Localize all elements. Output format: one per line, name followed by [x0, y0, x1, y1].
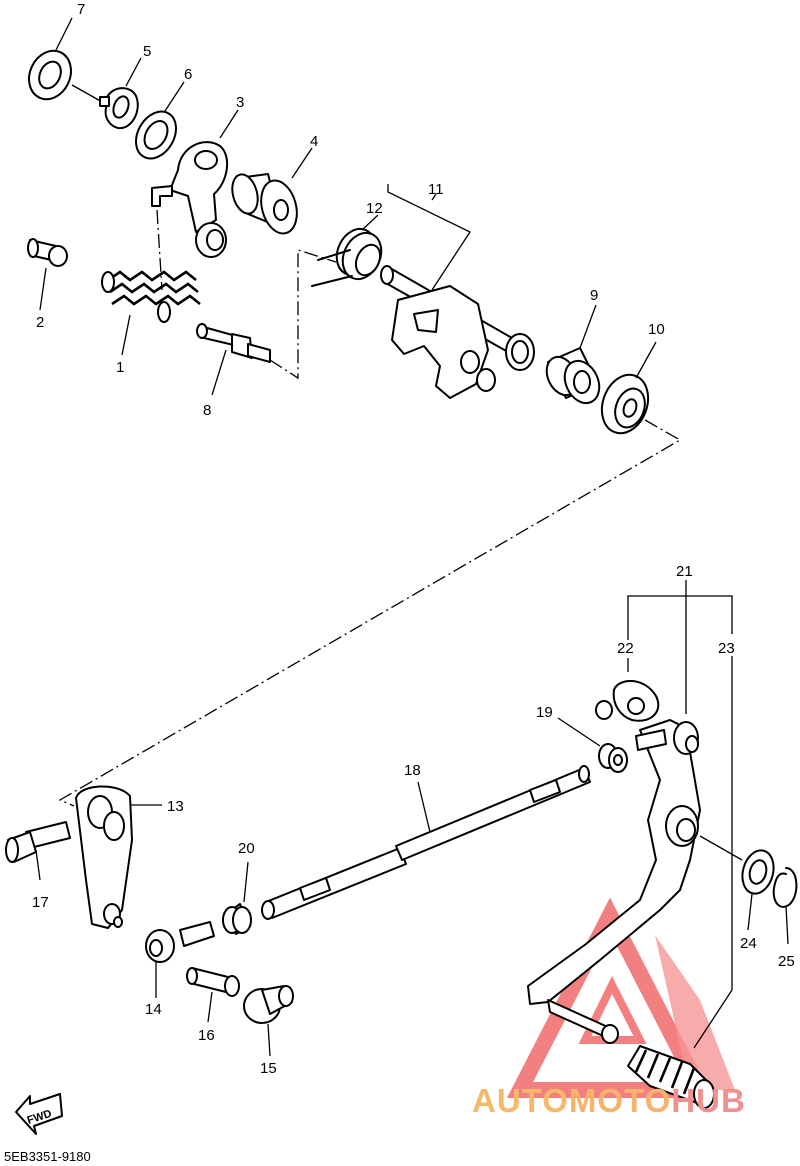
part-11-shift-shaft [380, 184, 535, 399]
part-10-oil-seal [600, 341, 657, 435]
label-4: 4 [310, 133, 318, 150]
label-8: 8 [203, 402, 211, 419]
label-5: 5 [143, 43, 151, 60]
label-6: 6 [184, 66, 192, 83]
watermark-part-moto: MOTO [568, 1082, 672, 1119]
part-16-bolt [186, 967, 240, 1023]
label-24: 24 [740, 935, 757, 952]
label-18: 18 [404, 762, 421, 779]
label-17: 17 [32, 894, 49, 911]
part-17-bolt [5, 821, 71, 881]
watermark-part-hub: HUB [671, 1082, 746, 1119]
part-pedal-rubber [627, 1045, 715, 1109]
label-12: 12 [366, 200, 383, 217]
part-19-collar [557, 717, 628, 773]
watermark-brand-text: AUTOMOTOHUB [472, 1082, 746, 1120]
part-13-shift-arm [75, 785, 162, 929]
label-20: 20 [238, 840, 255, 857]
part-14-rod-end [145, 921, 215, 998]
label-23: 23 [718, 640, 735, 657]
label-7: 7 [77, 1, 85, 18]
part-2-pin [27, 238, 68, 311]
part-12-spring [311, 214, 383, 287]
label-21: 21 [676, 563, 693, 580]
label-11: 11 [428, 181, 444, 198]
part-3-stopper-lever [151, 109, 239, 258]
part-1-spring [101, 270, 201, 356]
label-14: 14 [145, 1001, 162, 1018]
label-2: 2 [36, 314, 44, 331]
label-1: 1 [116, 359, 124, 376]
diagram-code: 5EB3351-9180 [4, 1149, 91, 1164]
part-24-washer [699, 835, 775, 931]
part-9-collar [545, 304, 601, 405]
part-number-labels: 7 5 6 3 4 11 12 2 1 8 9 10 21 22 23 19 1… [32, 1, 795, 1077]
part-23-shift-pedal [527, 656, 733, 1049]
part-7-washer [28, 17, 105, 104]
label-3: 3 [236, 94, 244, 111]
watermark-part-auto: AUTO [472, 1082, 569, 1119]
part-18-shift-rod [261, 765, 591, 920]
label-25: 25 [778, 953, 795, 970]
part-25-circlip [772, 867, 798, 945]
label-13: 13 [167, 798, 184, 815]
part-8-bolt [196, 323, 271, 396]
label-19: 19 [536, 704, 553, 721]
label-10: 10 [648, 321, 665, 338]
fwd-arrow-icon: FWD [15, 1093, 63, 1135]
label-22: 22 [617, 640, 634, 657]
part-5-circlip [99, 57, 142, 130]
part-15-cap-nut [243, 985, 294, 1057]
label-16: 16 [198, 1027, 215, 1044]
label-9: 9 [590, 287, 598, 304]
label-15: 15 [260, 1060, 277, 1077]
part-6-washer [135, 81, 185, 160]
part-20-collar [222, 861, 252, 935]
part-4-collar [231, 147, 313, 235]
part-22-joint [595, 658, 660, 722]
